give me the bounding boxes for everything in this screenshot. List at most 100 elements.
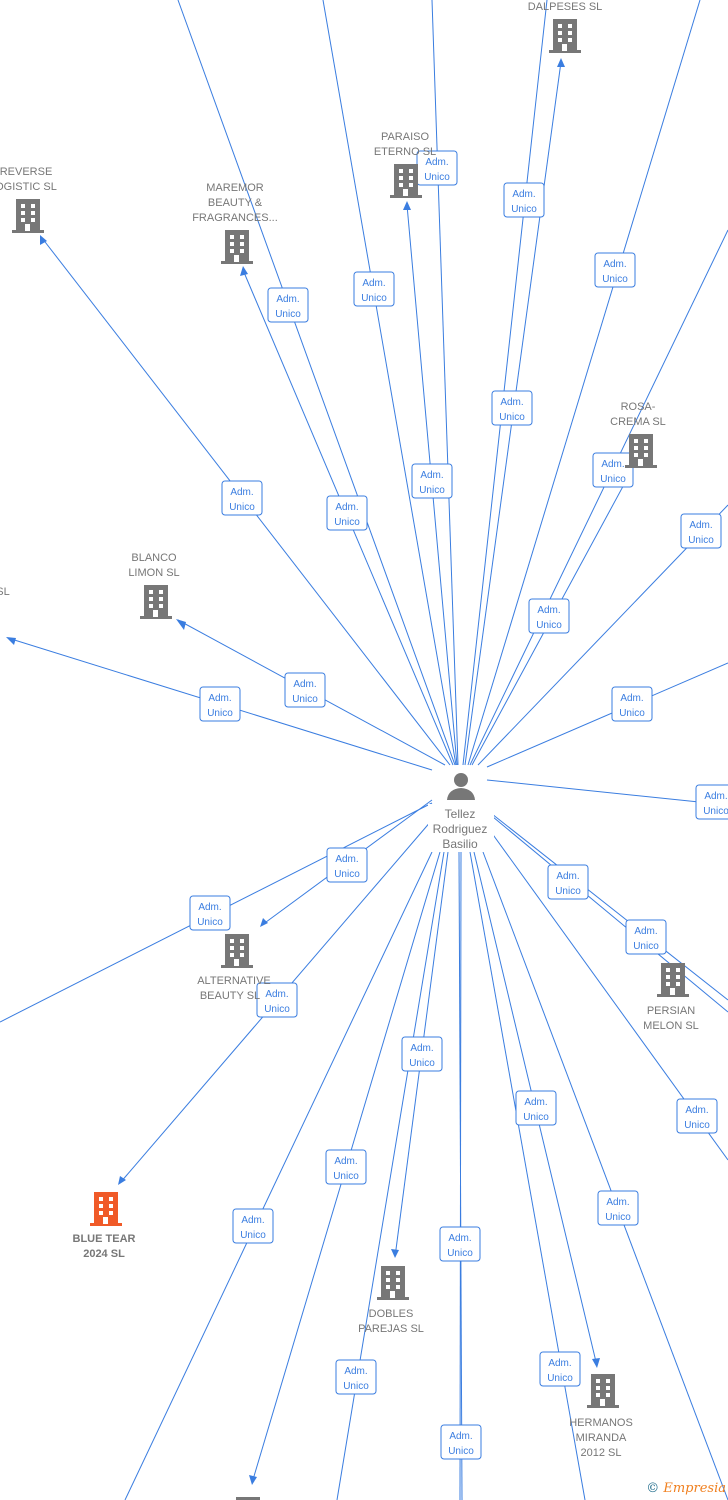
svg-text:Adm.Unico: Adm.Unico (419, 470, 445, 496)
role-label-adm-unico[interactable]: Adm.Unico (440, 1424, 482, 1460)
edge[interactable] (459, 851, 462, 1500)
role-label-adm-unico[interactable]: Adm.Unico (221, 480, 263, 516)
edge[interactable] (467, 0, 701, 766)
edge[interactable] (322, 0, 457, 766)
role-label-adm-unico[interactable]: Adm.Unico (676, 1098, 718, 1134)
svg-text:Adm.Unico: Adm.Unico (334, 502, 360, 528)
building-icon (221, 230, 253, 264)
person-icon (447, 773, 475, 800)
company-node-left-cut[interactable]: SL (0, 586, 10, 598)
svg-text:Adm.Unico: Adm.Unico (292, 679, 318, 705)
role-label-adm-unico[interactable]: Adm.Unico (625, 919, 667, 955)
building-icon (549, 19, 581, 53)
edge[interactable] (462, 0, 548, 766)
edge[interactable] (486, 809, 728, 1001)
company-node-dalpeses[interactable]: DALPESES SL (528, 1, 603, 53)
svg-text:Adm.Unico: Adm.Unico (275, 294, 301, 320)
arrowhead (118, 1176, 126, 1185)
role-label-adm-unico[interactable]: Adm.Unico (503, 182, 545, 218)
edge[interactable] (124, 851, 433, 1500)
arrowheads (6, 58, 600, 1485)
role-label-adm-unico[interactable]: Adm.Unico (401, 1036, 443, 1072)
svg-text:DALPESES SL: DALPESES SL (528, 1, 603, 13)
role-label-adm-unico[interactable]: Adm.Unico (594, 252, 636, 288)
svg-text:Adm.Unico: Adm.Unico (511, 189, 537, 215)
arrowhead (40, 235, 47, 245)
role-label-adm-unico[interactable]: Adm.Unico (411, 463, 453, 499)
edge[interactable] (486, 662, 728, 768)
role-label-adm-unico[interactable]: Adm.Unico (199, 686, 241, 722)
role-label-adm-unico[interactable]: Adm.Unico (256, 982, 298, 1018)
edge[interactable] (469, 851, 586, 1500)
svg-text:Adm.Unico: Adm.Unico (684, 1105, 710, 1131)
edge[interactable] (469, 229, 728, 766)
edge[interactable] (486, 779, 728, 806)
role-label-adm-unico[interactable]: Adm.Unico (491, 390, 533, 426)
svg-text:Adm.Unico: Adm.Unico (264, 989, 290, 1015)
svg-text:Adm.Unico: Adm.Unico (448, 1431, 474, 1457)
arrowhead (403, 201, 411, 210)
svg-text:Adm.Unico: Adm.Unico (600, 459, 626, 485)
role-label-adm-unico[interactable]: Adm.Unico (326, 495, 368, 531)
role-label-adm-unico[interactable]: Adm.Unico (267, 287, 309, 323)
role-label-adm-unico[interactable]: Adm.Unico (539, 1351, 581, 1387)
role-label-adm-unico[interactable]: Adm.Unico (335, 1359, 377, 1395)
edge[interactable] (177, 0, 456, 766)
role-label-adm-unico[interactable]: Adm.Unico (592, 452, 634, 488)
svg-text:ROSA-CREMA SL: ROSA-CREMA SL (610, 401, 666, 428)
svg-text:Adm.Unico: Adm.Unico (447, 1233, 473, 1259)
svg-text:Adm.Unico: Adm.Unico (333, 1156, 359, 1182)
building-icon (657, 963, 689, 997)
svg-text:Adm.Unico: Adm.Unico (605, 1197, 631, 1223)
role-label-adm-unico[interactable]: Adm.Unico (232, 1208, 274, 1244)
building-icon (90, 1192, 122, 1226)
svg-text:Adm.Unico: Adm.Unico (633, 926, 659, 952)
arrowhead (240, 266, 248, 276)
arrowhead (391, 1249, 399, 1258)
company-node-rosa-crema[interactable]: ROSA-CREMA SL (610, 401, 666, 468)
role-label-adm-unico[interactable]: Adm.Unico (695, 784, 728, 820)
role-label-adm-unico[interactable]: Adm.Unico (597, 1190, 639, 1226)
arrowhead (176, 619, 186, 630)
svg-text:Adm.Unico: Adm.Unico (207, 693, 233, 719)
svg-text:Adm.Unico: Adm.Unico (688, 520, 714, 546)
edge[interactable] (431, 0, 459, 766)
role-label-adm-unico[interactable]: Adm.Unico (325, 1149, 367, 1185)
role-label-adm-unico[interactable]: Adm.Unico (515, 1090, 557, 1126)
building-icon (377, 1266, 409, 1300)
role-label-adm-unico[interactable]: Adm.Unico (189, 895, 231, 931)
svg-text:Adm.Unico: Adm.Unico (361, 278, 387, 304)
role-label-adm-unico[interactable]: Adm.Unico (284, 672, 326, 708)
edge[interactable] (486, 811, 728, 1013)
edge[interactable] (482, 851, 728, 1500)
role-label-adm-unico[interactable]: Adm.Unico (326, 847, 368, 883)
role-label-adm-unico[interactable]: Adm.Unico (611, 686, 653, 722)
role-label-adm-unico[interactable]: Adm.Unico (353, 271, 395, 307)
role-label-adm-unico[interactable]: Adm.Unico (439, 1226, 481, 1262)
role-label-adm-unico[interactable]: Adm.Unico (680, 513, 722, 549)
svg-text:Adm.Unico: Adm.Unico (602, 259, 628, 285)
building-icon (625, 434, 657, 468)
role-label-adm-unico[interactable]: Adm.Unico (528, 598, 570, 634)
svg-text:Adm.Unico: Adm.Unico (343, 1366, 369, 1392)
role-label-adm-unico[interactable]: Adm.Unico (547, 864, 589, 900)
arrowhead (592, 1358, 600, 1368)
